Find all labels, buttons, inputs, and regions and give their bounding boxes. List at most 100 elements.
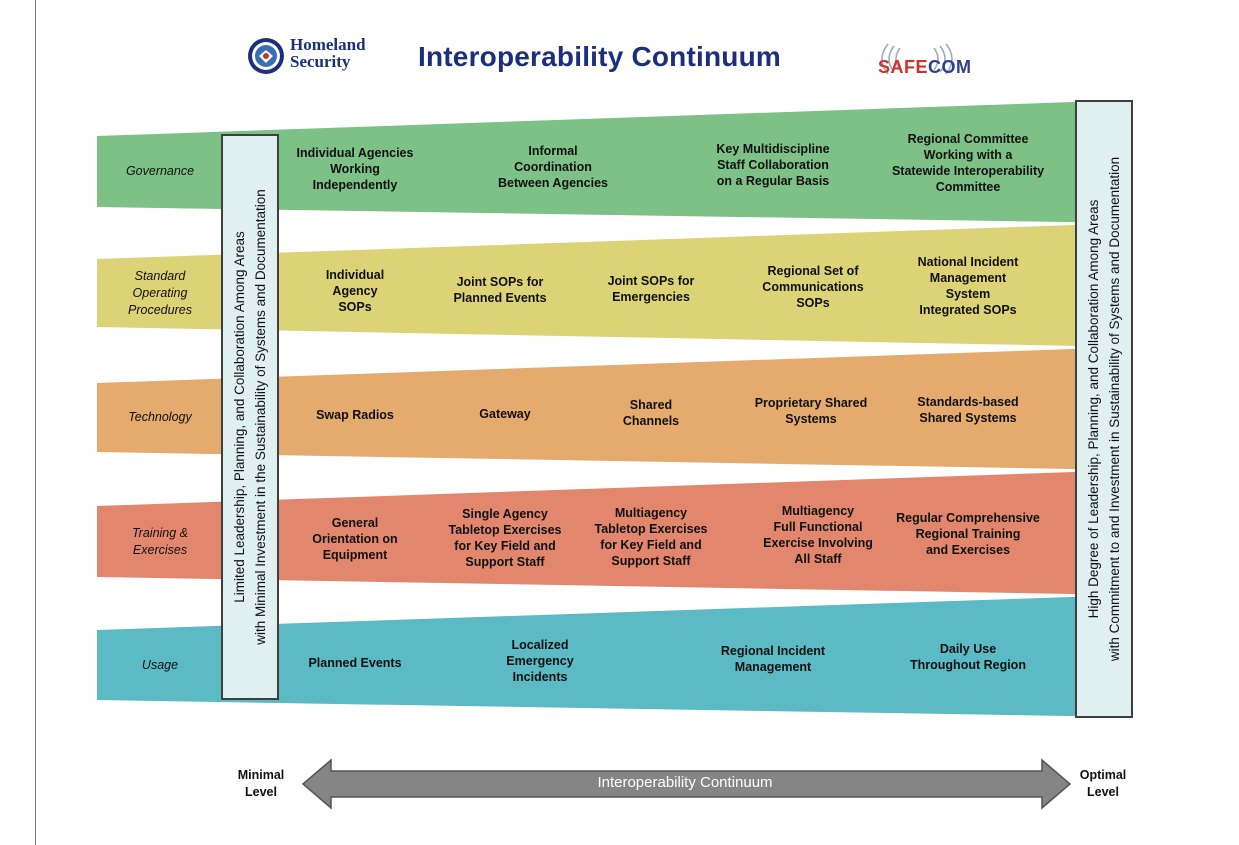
page-title: Interoperability Continuum xyxy=(418,41,781,72)
row-training-cell-line: Exercise Involving xyxy=(763,536,873,551)
row-usage-cell-line: Incidents xyxy=(512,670,568,685)
row-training-cell-line: and Exercises xyxy=(925,542,1011,557)
row-governance-cell-line: Committee xyxy=(935,180,1001,195)
row-label-training: Training &Exercises xyxy=(100,525,220,559)
row-technology-cell: Swap Radios xyxy=(270,407,440,423)
row-training-cell-line: Regional Training xyxy=(915,526,1021,541)
minimal-level-label-line: Level xyxy=(245,785,277,799)
safecom-radio-waves-icon xyxy=(881,43,953,75)
row-usage-cell: Planned Events xyxy=(270,655,440,671)
row-label-governance-line: Governance xyxy=(125,164,195,178)
row-training-cell-line: Multiagency xyxy=(781,504,855,519)
row-label-training-line: Training & xyxy=(131,525,189,540)
row-label-usage: Usage xyxy=(100,657,220,674)
row-sop-cell-line: SOPs xyxy=(796,296,830,311)
safecom-logo: SAFECOM xyxy=(878,57,972,78)
row-sop-cell-line: System xyxy=(945,287,991,302)
row-governance-cell-line: Between Agencies xyxy=(498,176,608,191)
band-training xyxy=(97,470,1130,595)
row-sop-cell-line: Communications xyxy=(762,280,864,295)
row-governance-cell-line: Individual Agencies xyxy=(296,146,414,160)
row-label-technology-line: Technology xyxy=(128,410,192,424)
row-usage-cell-line: Throughout Region xyxy=(910,658,1026,673)
dhs-logo-line-2: Security xyxy=(290,52,351,71)
row-technology-cell-line: Standards-based xyxy=(917,394,1019,409)
left-summary-text-line: with Minimal Investment in the Sustainab… xyxy=(253,189,268,645)
row-sop-cell-line: Planned Events xyxy=(453,290,547,305)
row-governance-cell-line: Informal xyxy=(528,144,578,159)
row-technology-cell-line: Proprietary Shared xyxy=(754,396,868,411)
row-governance-cell-line: Working xyxy=(330,162,380,176)
row-training-cell-line: General xyxy=(331,516,379,531)
left-summary-text-line: Limited Leadership, Planning, and Collab… xyxy=(232,231,247,603)
row-governance-cell-line: Key Multidiscipline xyxy=(716,141,830,156)
row-usage-cell-line: Emergency xyxy=(506,654,574,669)
row-label-governance: Governance xyxy=(100,163,220,180)
row-usage-cell-line: Planned Events xyxy=(308,655,402,670)
row-training-cell-line: Orientation on xyxy=(312,532,398,547)
row-technology-cell-line: Swap Radios xyxy=(316,408,394,423)
row-sop-cell-line: SOPs xyxy=(338,300,372,314)
row-governance-cell-line: Regional Committee xyxy=(907,132,1029,147)
left-summary-text: Limited Leadership, Planning, and Collab… xyxy=(229,189,271,644)
continuum-arrow-label: Interoperability Continuum xyxy=(597,774,773,791)
row-governance-cell-line: Coordination xyxy=(514,160,592,175)
optimal-level-label-line: Optimal xyxy=(1079,768,1127,782)
row-sop-cell-line: Individual xyxy=(325,268,385,282)
right-summary-text-line: High Degree of Leadership, Planning, and… xyxy=(1086,199,1101,619)
row-technology-cell-line: Channels xyxy=(622,413,680,428)
row-governance-cell-line: Working with a xyxy=(923,148,1013,163)
row-sop-cell-line: National Incident xyxy=(917,255,1019,270)
row-label-sop-line: Procedures xyxy=(128,302,192,317)
row-sop-cell-line: Agency xyxy=(332,284,378,298)
row-label-usage-line: Usage xyxy=(141,657,179,672)
row-training-cell-line: Regular Comprehensive xyxy=(896,510,1040,525)
row-usage-cell-line: Daily Use xyxy=(939,642,997,657)
row-training-cell-line: Support Staff xyxy=(611,553,691,568)
right-summary-text-line: with Commitment to and Investment in Sus… xyxy=(1107,156,1122,662)
band-governance xyxy=(97,100,1130,223)
row-technology-cell: Gateway xyxy=(420,406,590,422)
row-usage-cell-line: Localized xyxy=(511,638,569,653)
row-training-cell-line: for Key Field and xyxy=(600,537,702,552)
band-technology xyxy=(97,347,1130,470)
optimal-level-label-line: Level xyxy=(1087,785,1119,799)
row-training-cell-line: Support Staff xyxy=(465,554,545,569)
row-sop-cell-line: Integrated SOPs xyxy=(919,303,1017,318)
band-usage xyxy=(97,595,1130,717)
row-label-sop-line: Standard xyxy=(134,268,186,283)
page-left-rule xyxy=(35,0,36,845)
right-summary-text: High Degree of Leadership, Planning, and… xyxy=(1083,157,1125,661)
right-summary-box xyxy=(1075,100,1133,718)
row-sop-cell-line: Management xyxy=(929,271,1007,286)
row-governance-cell-line: Staff Collaboration xyxy=(717,157,829,172)
row-training-cell-line: for Key Field and xyxy=(454,538,556,553)
row-training-cell-line: Tabletop Exercises xyxy=(594,521,708,536)
safecom-logo-part2: COM xyxy=(928,57,972,77)
row-training-cell-line: Full Functional xyxy=(773,520,863,535)
row-training-cell-line: Tabletop Exercises xyxy=(448,522,562,537)
row-training-cell-line: Single Agency xyxy=(462,506,548,521)
row-technology-cell-line: Shared Systems xyxy=(919,410,1017,425)
